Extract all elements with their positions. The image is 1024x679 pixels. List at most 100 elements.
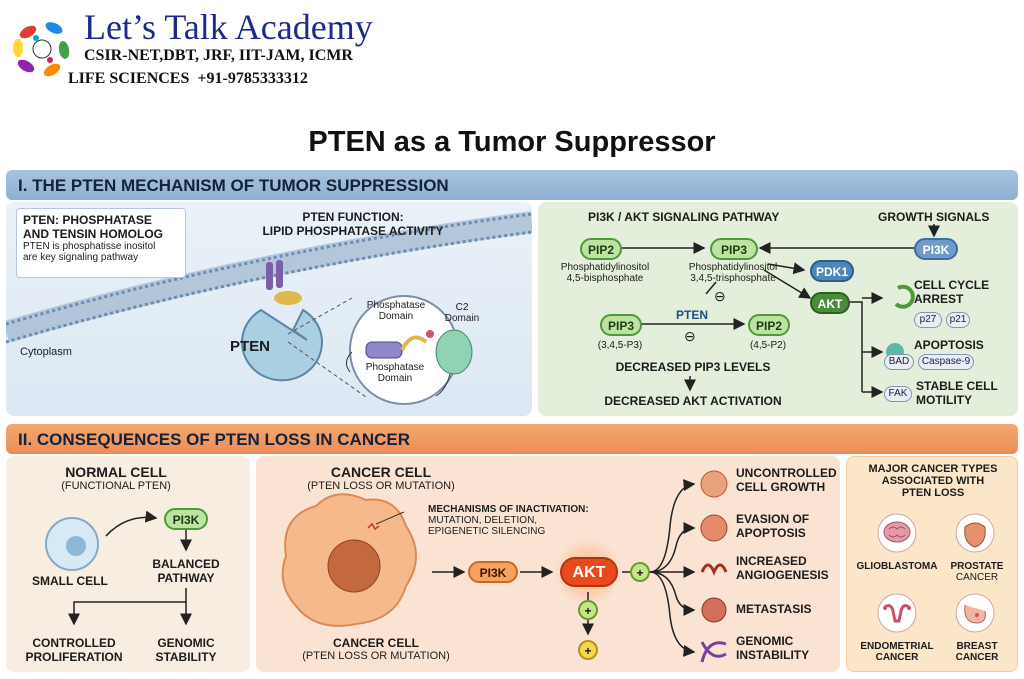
- pdk1-node: PDK1: [810, 260, 854, 282]
- tag-p27: p27: [914, 312, 942, 328]
- cancer-cell-title: CANCER CELL: [330, 464, 432, 480]
- outcome-motility: STABLE CELL MOTILITY: [916, 379, 998, 407]
- pten-definition-box: PTEN: PHOSPHATASE AND TENSIN HOMOLOG PTE…: [16, 208, 186, 278]
- breast-icon: [955, 593, 995, 633]
- cancer-pi3k-node: PI3K: [468, 561, 518, 583]
- outcome-cell-cycle-line2: ARREST: [914, 292, 964, 306]
- pten-definition-desc-1: PTEN is phosphatisse inositol: [23, 241, 156, 252]
- type-glioblastoma: GLIOBLASTOMA: [856, 561, 938, 572]
- decreased-pip3-label: DECREASED PIP3 LEVELS: [615, 360, 771, 374]
- phosphatase-domain-top-1: Phosphatase: [366, 300, 426, 311]
- outcome-cell-cycle: CELL CYCLE ARREST: [914, 278, 989, 306]
- mechanism-panel: PTEN: PHOSPHATASE AND TENSIN HOMOLOG PTE…: [6, 202, 532, 416]
- academy-title: Let’s Talk Academy: [84, 7, 373, 47]
- inhibit-symbol-top: ⊖: [714, 288, 726, 304]
- outcome-angiogenesis-1: INCREASED: [736, 554, 807, 568]
- mechanism-line-2: MUTATION, DELETION,: [428, 515, 538, 526]
- section1-heading: I. THE PTEN MECHANISM OF TUMOR SUPPRESSI…: [6, 170, 1018, 200]
- academy-contact: LIFE SCIENCES +91-9785333312: [68, 70, 308, 87]
- cancer-cell-bottom-title: CANCER CELL: [333, 636, 419, 650]
- outcome-angiogenesis-2: ANGIOGENESIS: [736, 568, 829, 582]
- cancer-types-title-2: ASSOCIATED WITH: [881, 475, 985, 487]
- pip2-product-sub: (4,5-P2): [749, 340, 787, 351]
- c2-domain-1: C2: [455, 302, 469, 313]
- outcome-motility-line2: MOTILITY: [916, 393, 972, 407]
- type-endometrial-1: ENDOMETRIAL: [860, 641, 934, 652]
- pip2-node: PIP2: [580, 238, 622, 260]
- pathway-arrows: [622, 224, 940, 398]
- normal-cell-arrows: [45, 510, 192, 626]
- outcome-growth-1: UNCONTROLLED: [736, 466, 837, 480]
- plus-badge-right: +: [630, 562, 650, 582]
- outcome-evasion-2: APOPTOSIS: [736, 526, 806, 540]
- c2-domain-2: Domain: [444, 313, 480, 324]
- genomic-stability-2: STABILITY: [155, 650, 217, 664]
- cancer-types-title-1: MAJOR CANCER TYPES: [868, 463, 998, 475]
- type-breast-1: BREAST: [956, 641, 998, 652]
- tag-p21: p21: [946, 312, 970, 328]
- pip2-name-1: Phosphatidylinositol: [560, 262, 650, 273]
- mechanism-line-3: EPIGENETIC SILENCING: [428, 526, 546, 537]
- pten-enzyme-label: PTEN: [676, 308, 709, 322]
- cytoplasm-label: Cytoplasm: [20, 346, 72, 358]
- cancer-akt-node: AKT: [560, 557, 618, 587]
- phosphatase-domain-top-2: Domain: [378, 311, 414, 322]
- controlled-proliferation-1: CONTROLLED: [32, 636, 116, 650]
- mechanism-title: MECHANISMS OF INACTIVATION:: [428, 504, 589, 515]
- pip3-node: PIP3: [710, 238, 758, 260]
- outcome-cell-cycle-line1: CELL CYCLE: [914, 278, 990, 292]
- tag-bad: BAD: [884, 354, 914, 370]
- pip3-substrate-node: PIP3: [600, 314, 642, 336]
- brain-icon: [877, 513, 917, 553]
- akt-node: AKT: [810, 292, 850, 314]
- growth-signals-label: GROWTH SIGNALS: [878, 210, 990, 224]
- type-endometrial-2: CANCER: [875, 652, 919, 663]
- phosphatase-domain-bottom-1: Phosphatase: [365, 362, 425, 373]
- pathway-title: PI3K / AKT SIGNALING PATHWAY: [588, 210, 780, 224]
- uterus-icon: [877, 593, 917, 633]
- type-prostate-1: PROSTATE: [950, 561, 1004, 572]
- pip3-name-2: 3,4,5-trisphosphate: [690, 273, 776, 284]
- cancer-types-title-3: PTEN LOSS: [901, 487, 965, 499]
- pten-function-title-1: PTEN FUNCTION:: [302, 210, 404, 224]
- outcome-apoptosis: APOPTOSIS: [914, 338, 984, 352]
- academy-courses: CSIR-NET,DBT, JRF, IIT-JAM, ICMR: [84, 47, 353, 64]
- outcome-metastasis: METASTASIS: [736, 602, 812, 616]
- prostate-icon: [955, 513, 995, 553]
- pi3k-node: PI3K: [914, 238, 958, 260]
- decreased-akt-label: DECREASED AKT ACTIVATION: [604, 394, 782, 408]
- outcome-growth-2: CELL GROWTH: [736, 480, 826, 494]
- type-prostate-2: CANCER: [955, 572, 999, 583]
- pten-definition-desc-2: are key signaling pathway: [23, 252, 139, 263]
- balanced-pathway-1: BALANCED: [152, 557, 220, 571]
- pip2-name-2: 4,5-bisphosphate: [566, 273, 644, 284]
- plus-badge-bottom: +: [578, 640, 598, 660]
- balanced-pathway-2: PATHWAY: [157, 571, 215, 585]
- pten-function-title-2: LIPID PHOSPHATASE ACTIVITY: [262, 224, 444, 238]
- genomic-stability-1: GENOMIC: [157, 636, 215, 650]
- pten-definition-title-2: AND TENSIN HOMOLOG: [23, 227, 163, 241]
- pip2-product-node: PIP2: [748, 314, 790, 336]
- academy-logo-icon: [13, 22, 70, 77]
- outcome-evasion-1: EVASION OF: [736, 512, 810, 526]
- cancer-types-panel: MAJOR CANCER TYPES ASSOCIATED WITH PTEN …: [846, 456, 1018, 672]
- outcome-motility-line1: STABLE CELL: [916, 379, 998, 393]
- normal-cell-title: NORMAL CELL: [65, 464, 167, 480]
- phosphatase-domain-bottom-2: Domain: [377, 373, 413, 384]
- cancer-cell-bottom-subtitle: (PTEN LOSS OR MUTATION): [302, 650, 450, 662]
- controlled-proliferation-2: PROLIFERATION: [25, 650, 123, 664]
- pip3-name-1: Phosphatidylinositol: [688, 262, 778, 273]
- tag-caspase9: Caspase-9: [918, 354, 974, 370]
- pip3-substrate-sub: (3,4,5-P3): [597, 340, 643, 351]
- normal-cell-panel: NORMAL CELL (FUNCTIONAL PTEN) PI3K SMALL…: [6, 456, 250, 672]
- outcome-instability-2: INSTABILITY: [736, 648, 810, 662]
- outcome-instability-1: GENOMIC: [736, 634, 794, 648]
- small-cell-label: SMALL CELL: [32, 574, 108, 588]
- membrane-graphic: [6, 211, 532, 405]
- normal-pi3k-node: PI3K: [164, 508, 208, 530]
- type-breast-2: CANCER: [955, 652, 999, 663]
- tag-fak: FAK: [884, 386, 912, 402]
